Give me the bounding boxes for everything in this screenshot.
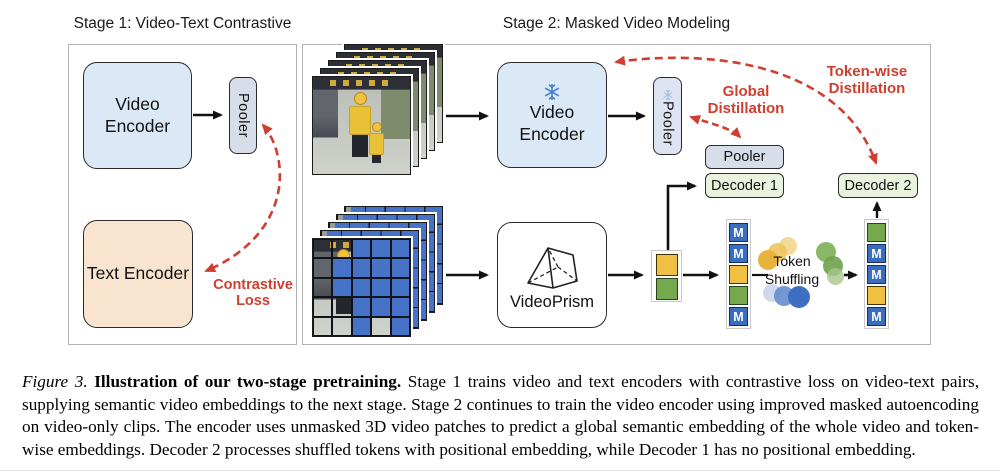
- mask-token: M: [867, 244, 886, 263]
- tokenwise-distillation-label: Token-wise Distillation: [826, 63, 908, 97]
- masked-patch: [351, 316, 372, 336]
- masked-patch: [351, 239, 372, 259]
- masked-patch: [390, 258, 410, 278]
- visible-patch: [313, 258, 333, 278]
- person-child: [369, 121, 384, 164]
- visible-patch: [332, 316, 352, 336]
- decoder-1-label: Decoder 1: [711, 177, 778, 194]
- masked-patch: [390, 316, 410, 336]
- mask-token: M: [729, 223, 748, 242]
- visible-patch: [313, 297, 333, 317]
- stage2-frozen-pooler: Pooler: [653, 77, 682, 155]
- stage1-pooler-label: Pooler: [235, 93, 251, 138]
- stage2-video-encoder: Video Encoder: [497, 62, 607, 168]
- caption-bold-title: Illustration of our two-stage pretrainin…: [94, 372, 402, 391]
- masked-patch: [371, 297, 391, 317]
- visible-patch: [332, 239, 352, 259]
- stage2-frozen-pooler-label: Pooler: [659, 100, 676, 146]
- mask-token: M: [867, 265, 886, 284]
- masked-patch: [351, 297, 372, 317]
- masked-patch: [371, 277, 391, 298]
- masked-video-frame-front: [312, 238, 411, 337]
- caption-figure-label: Figure 3.: [22, 372, 88, 391]
- visible-patch: [313, 316, 333, 336]
- masked-patch: [371, 258, 391, 278]
- stage2-pooler: Pooler: [705, 145, 784, 169]
- stage1-video-encoder-label: Video Encoder: [104, 93, 171, 136]
- stage1-text-encoder: Text Encoder: [83, 220, 193, 328]
- shuffle-blob-green: [827, 268, 844, 285]
- masked-patch: [390, 277, 410, 298]
- masked-patch: [390, 297, 410, 317]
- token-shuffling-label: Token Shuffling: [764, 253, 820, 287]
- visible-patch: [313, 277, 333, 298]
- video-token-green: [867, 223, 886, 242]
- snowflake-frozen-icon: [663, 90, 673, 100]
- visible-patch: [313, 239, 333, 259]
- person-adult: [348, 91, 372, 158]
- video-token-yellow: [655, 254, 678, 276]
- stage1-video-encoder: Video Encoder: [83, 62, 192, 169]
- prism-icon: [527, 246, 578, 289]
- shuffle-blob-yellow: [758, 250, 778, 270]
- shuffle-blob-blue: [788, 286, 810, 308]
- masked-patch: [351, 258, 372, 278]
- videoprism-box: VideoPrism: [497, 222, 607, 328]
- video-token-green: [729, 286, 748, 305]
- decoder-2: Decoder 2: [838, 173, 918, 198]
- stage1-title: Stage 1: Video-Text Contrastive: [73, 15, 292, 32]
- snowflake-frozen-icon: [544, 84, 560, 100]
- stage1-text-encoder-label: Text Encoder: [86, 263, 190, 284]
- caption-body: Stage 1 trains video and text encoders w…: [22, 372, 979, 459]
- masked-patch: [371, 239, 391, 259]
- video-token-yellow: [729, 265, 748, 284]
- videoprism-label: VideoPrism: [509, 292, 595, 311]
- mask-patch-grid: [313, 239, 410, 336]
- masked-patch: [390, 239, 410, 259]
- emoji-face-icon: [353, 91, 367, 105]
- encoder-output-tokens: [651, 250, 682, 302]
- mask-token: M: [729, 244, 748, 263]
- contrastive-loss-label: Contrastive Loss: [213, 277, 293, 310]
- stage2-pooler-label: Pooler: [723, 149, 766, 165]
- global-distillation-label: Global Distillation: [707, 83, 785, 117]
- video-frame-front: [312, 76, 411, 175]
- video-token-yellow: [867, 286, 886, 305]
- masked-patch: [332, 258, 352, 278]
- stage2-title: Stage 2: Masked Video Modeling: [502, 15, 731, 32]
- mask-token: M: [729, 307, 748, 326]
- visible-patch: [371, 316, 391, 336]
- figure-caption: Figure 3. Illustration of our two-stage …: [22, 371, 979, 461]
- decoder-2-label: Decoder 2: [844, 177, 912, 194]
- emoji-face-icon: [371, 121, 382, 132]
- masked-patch: [351, 277, 372, 298]
- stage1-pooler: Pooler: [229, 77, 257, 154]
- page-divider: [0, 470, 1000, 471]
- mask-token: M: [867, 307, 886, 326]
- video-token-green: [655, 278, 678, 300]
- stage2-video-encoder-label: Video Encoder: [519, 102, 585, 144]
- visible-patch: [332, 297, 352, 317]
- decoder-1: Decoder 1: [705, 173, 784, 198]
- masked-patch: [332, 277, 352, 298]
